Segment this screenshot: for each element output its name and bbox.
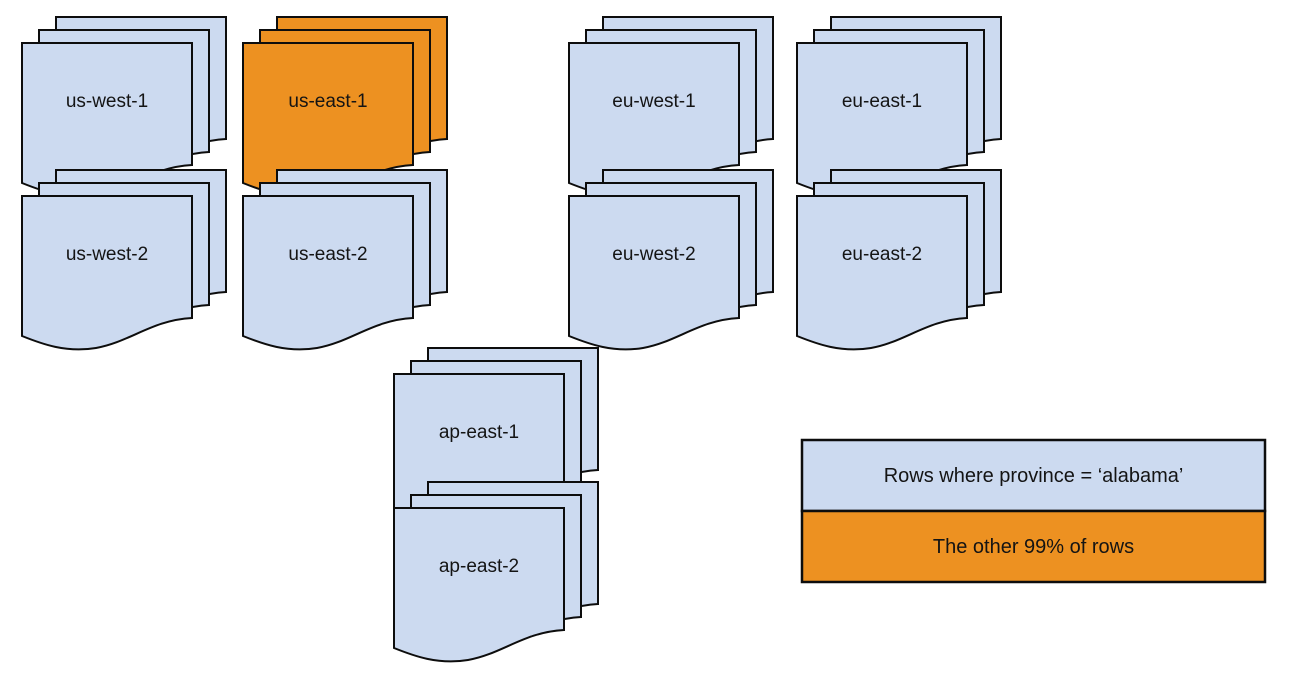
document-stack-us-east-1[interactable]: us-east-1 bbox=[242, 16, 448, 198]
legend-rows-alabama-label: Rows where province = ‘alabama’ bbox=[884, 465, 1184, 487]
stack-label-us-east-2: us-east-2 bbox=[288, 244, 367, 265]
legend: Rows where province = ‘alabama’ The other… bbox=[800, 438, 1267, 584]
stack-label-us-east-1: us-east-1 bbox=[288, 91, 367, 112]
stack-label-eu-west-1: eu-west-1 bbox=[612, 91, 695, 112]
document-stack-eu-east-1[interactable]: eu-east-1 bbox=[796, 16, 1002, 198]
document-stack-eu-west-2[interactable]: eu-west-2 bbox=[568, 169, 774, 351]
stack-label-us-west-1: us-west-1 bbox=[66, 91, 148, 112]
legend-rows-alabama-swatch bbox=[800, 438, 1267, 513]
stack-label-us-west-2: us-west-2 bbox=[66, 244, 148, 265]
stack-label-ap-east-1: ap-east-1 bbox=[439, 422, 519, 443]
stack-label-eu-east-2: eu-east-2 bbox=[842, 244, 922, 265]
stack-label-eu-west-2: eu-west-2 bbox=[612, 244, 695, 265]
document-stack-us-west-2[interactable]: us-west-2 bbox=[21, 169, 227, 351]
legend-rows-other-label: The other 99% of rows bbox=[933, 536, 1134, 558]
document-stacks-layer: us-west-1 us-east-1 eu-west-1 eu-east-1 us-w… bbox=[21, 16, 1002, 663]
document-stack-ap-east-2[interactable]: ap-east-2 bbox=[393, 481, 599, 663]
document-card-front bbox=[393, 507, 565, 663]
document-card-front bbox=[568, 195, 740, 351]
document-card-front bbox=[796, 195, 968, 351]
document-stack-eu-east-2[interactable]: eu-east-2 bbox=[796, 169, 1002, 351]
document-card-front bbox=[242, 195, 414, 351]
legend-rows-other-swatch bbox=[800, 509, 1267, 584]
document-card-front bbox=[21, 195, 193, 351]
document-stack-us-east-2[interactable]: us-east-2 bbox=[242, 169, 448, 351]
stack-label-ap-east-2: ap-east-2 bbox=[439, 556, 519, 577]
stack-label-eu-east-1: eu-east-1 bbox=[842, 91, 922, 112]
